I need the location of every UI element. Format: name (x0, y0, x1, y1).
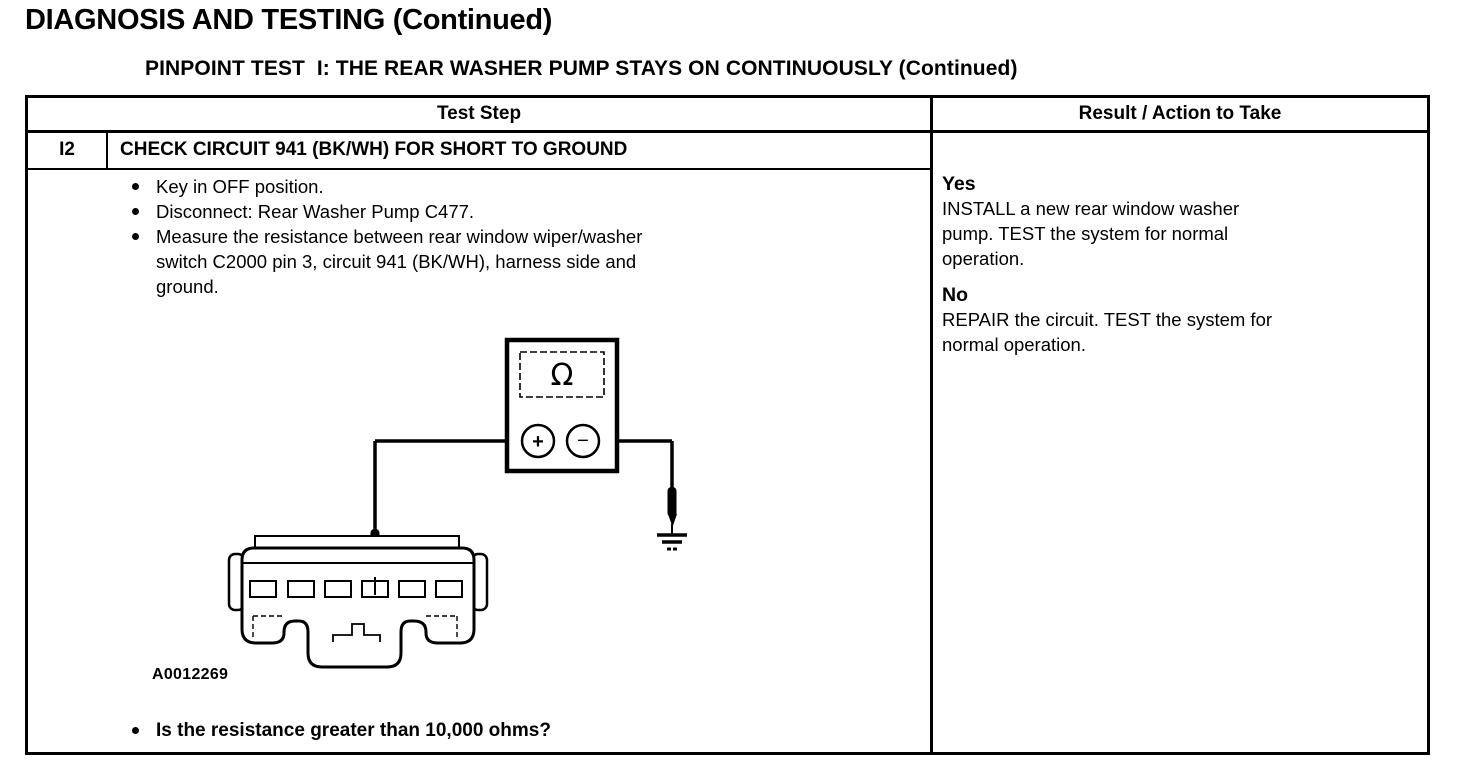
result-no-label: No (942, 284, 968, 306)
test-question-text: Is the resistance greater than 10,000 oh… (156, 720, 551, 741)
column-header-test-step: Test Step (28, 98, 930, 133)
pin-cavities (249, 580, 463, 598)
bullet-icon (132, 208, 139, 215)
list-item: Key in OFF position. (28, 174, 930, 199)
minus-terminal (565, 423, 601, 459)
pinpoint-test-table: Test Step Result / Action to Take I2 CHE… (25, 95, 1430, 755)
connector-top-bar (254, 535, 460, 550)
result-yes-label: Yes (942, 173, 976, 195)
result-action-cell: Yes INSTALL a new rear window washer pum… (930, 133, 1427, 752)
connector-body (240, 546, 476, 669)
pinpoint-test-title: PINPOINT TEST I: THE REAR WASHER PUMP ST… (145, 57, 1018, 80)
connector-foot-details (252, 615, 458, 639)
result-no-action: REPAIR the circuit. TEST the system for … (942, 309, 1273, 355)
list-item: Disconnect: Rear Washer Pump C477. (28, 199, 930, 224)
step-row: I2 CHECK CIRCUIT 941 (BK/WH) FOR SHORT T… (28, 133, 930, 170)
connector-c2000 (227, 535, 489, 669)
test-step-cell: Key in OFF position. Disconnect: Rear Wa… (28, 170, 930, 752)
step-title: CHECK CIRCUIT 941 (BK/WH) FOR SHORT TO G… (120, 139, 628, 160)
instruction-list: Key in OFF position. Disconnect: Rear Wa… (28, 174, 930, 299)
test-lead-wires (373, 439, 674, 531)
connector-key-feature (332, 623, 381, 642)
test-question: Is the resistance greater than 10,000 oh… (28, 718, 551, 743)
plus-terminal (520, 423, 556, 459)
bullet-icon (132, 183, 139, 190)
plus-terminal-label: + (532, 431, 544, 453)
test-probe-ground (667, 487, 677, 535)
result-yes-action: INSTALL a new rear window washer pump. T… (942, 198, 1240, 269)
page-title: DIAGNOSIS AND TESTING (Continued) (25, 4, 553, 36)
ground-icon (657, 533, 687, 551)
meter-display (519, 351, 605, 398)
figure-id-label: A0012269 (152, 666, 229, 683)
column-header-result-action: Result / Action to Take (930, 98, 1427, 133)
connector-right-ear (470, 552, 489, 612)
minus-terminal-label: − (577, 430, 589, 452)
list-item: Measure the resistance between rear wind… (28, 224, 930, 299)
step-id: I2 (28, 133, 108, 168)
ohmmeter: Ω + − (504, 337, 620, 474)
ohm-symbol: Ω (551, 358, 574, 393)
connector-left-ear (227, 552, 246, 612)
test-probe-connector (370, 529, 380, 595)
bullet-icon (132, 233, 139, 240)
bullet-icon (132, 727, 139, 734)
